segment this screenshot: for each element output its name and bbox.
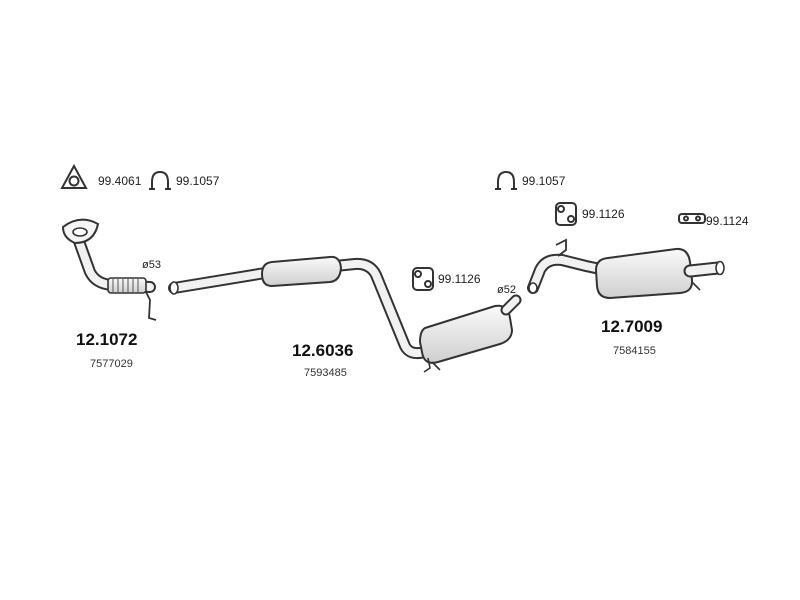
gasket-label: 99.4061 <box>98 174 142 188</box>
clamp-icon-front <box>149 170 171 190</box>
front-pipe-diameter: ø53 <box>142 259 161 271</box>
clamp-front-label: 99.1057 <box>176 174 220 188</box>
center-section-oe-number: 7593485 <box>304 367 347 379</box>
rubber-mount-icon-rear <box>555 202 577 226</box>
tail-bracket-label: 99.1124 <box>706 214 749 228</box>
center-section-drawing <box>168 255 522 373</box>
front-pipe-drawing <box>61 218 157 321</box>
mount-rear-label: 99.1126 <box>582 207 625 221</box>
center-section-part-number: 12.6036 <box>292 341 354 360</box>
front-pipe-part-number: 12.1072 <box>76 330 138 349</box>
gasket-icon <box>60 163 88 189</box>
rear-silencer-oe-number: 7584155 <box>613 345 656 357</box>
mount-center-label: 99.1126 <box>438 272 481 286</box>
center-section-diameter: ø52 <box>497 284 516 296</box>
clamp-rear-label: 99.1057 <box>522 174 566 188</box>
rear-silencer-part-number: 12.7009 <box>601 317 663 336</box>
tail-bracket-icon <box>678 213 706 224</box>
front-pipe-oe-number: 7577029 <box>90 358 133 370</box>
rear-silencer-drawing <box>527 238 725 300</box>
clamp-icon-rear <box>495 170 517 190</box>
rubber-mount-icon-center <box>412 267 434 291</box>
